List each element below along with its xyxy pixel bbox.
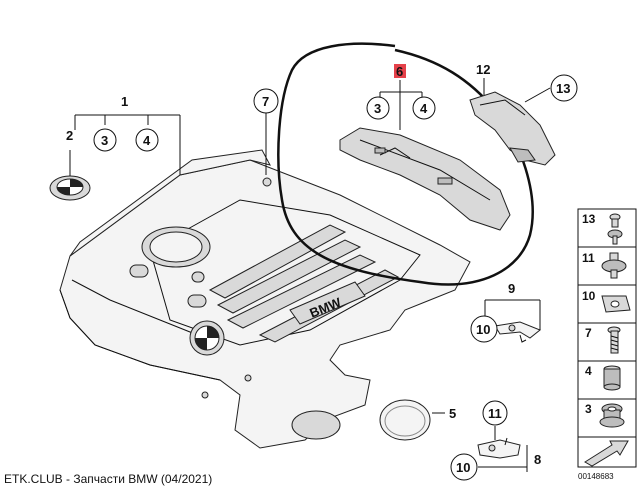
callout-10b-ring: [450, 453, 478, 481]
upper-cover-part-6: [339, 127, 511, 231]
callout-7-ring: [253, 88, 279, 114]
legend-item-10: 10: [577, 284, 637, 324]
callout-5: 5: [449, 406, 456, 421]
callout-6-highlight: [394, 64, 406, 78]
callout-11: 11: [488, 406, 502, 421]
callouts: 1 2 3 4 7 6 3 4 12 13 9 10 5 11 8 10: [66, 62, 578, 481]
callout-4-ring: [135, 128, 159, 152]
callout-11-ring: [482, 400, 508, 426]
direction-arrow-icon: [584, 440, 629, 467]
cover-plug-disc: [379, 399, 431, 441]
callout-6: 6: [396, 64, 403, 79]
clip-nut-icon: [601, 295, 631, 313]
callout-3: 3: [101, 133, 108, 148]
roundel-emblem: [49, 175, 91, 201]
callout-7: 7: [262, 94, 269, 109]
bracket-part-8: [477, 437, 521, 459]
bracket-part-12: [469, 91, 556, 166]
callout-13-ring: [550, 74, 578, 102]
callout-1: 1: [121, 94, 128, 109]
legend-num-10: 10: [582, 289, 596, 303]
callout-12: 12: [476, 62, 490, 77]
leader-lines: [69, 78, 551, 472]
callout-4b-ring: [412, 96, 436, 120]
callout-10a: 10: [476, 322, 490, 337]
spacer-sleeve-icon: [603, 365, 621, 391]
callout-3-ring: [93, 128, 117, 152]
callout-2: 2: [66, 128, 73, 143]
legend-item-7: 7: [577, 322, 637, 362]
callout-9: 9: [508, 281, 515, 296]
legend-item-11: 11: [577, 246, 637, 286]
callout-10b: 10: [456, 460, 470, 475]
legend-item-13: 13: [577, 208, 637, 248]
callout-3b: 3: [374, 101, 381, 116]
legend-num-11: 11: [582, 251, 595, 265]
legend-item-3: 3: [577, 398, 637, 438]
legend-num-3: 3: [585, 402, 592, 416]
legend-num-13: 13: [582, 212, 596, 226]
rubber-grommet-icon: [599, 403, 625, 428]
legend-num-7: 7: [585, 326, 592, 340]
legend-item-4: 4: [577, 360, 637, 400]
callout-4: 4: [143, 133, 151, 148]
callout-10a-ring: [470, 315, 498, 343]
screw-icon: [607, 326, 621, 354]
legend-item-arrow: [577, 436, 637, 468]
callout-13: 13: [556, 81, 570, 96]
footer-text: ETK.CLUB - Запчасти BMW (04/2021): [4, 472, 213, 486]
callout-3b-ring: [366, 96, 390, 120]
callout-8: 8: [534, 452, 541, 467]
legend-num-4: 4: [585, 364, 592, 378]
rivet-nut-icon: [601, 252, 627, 279]
bracket-part-9: [494, 321, 541, 343]
callout-4b: 4: [420, 101, 428, 116]
cover-roundel: [189, 320, 225, 356]
document-number: 00148683: [578, 472, 614, 481]
fastener-legend: 13 11 10: [577, 208, 637, 468]
engine-cover: BMW: [59, 149, 471, 449]
bolt-icon: [607, 213, 623, 245]
